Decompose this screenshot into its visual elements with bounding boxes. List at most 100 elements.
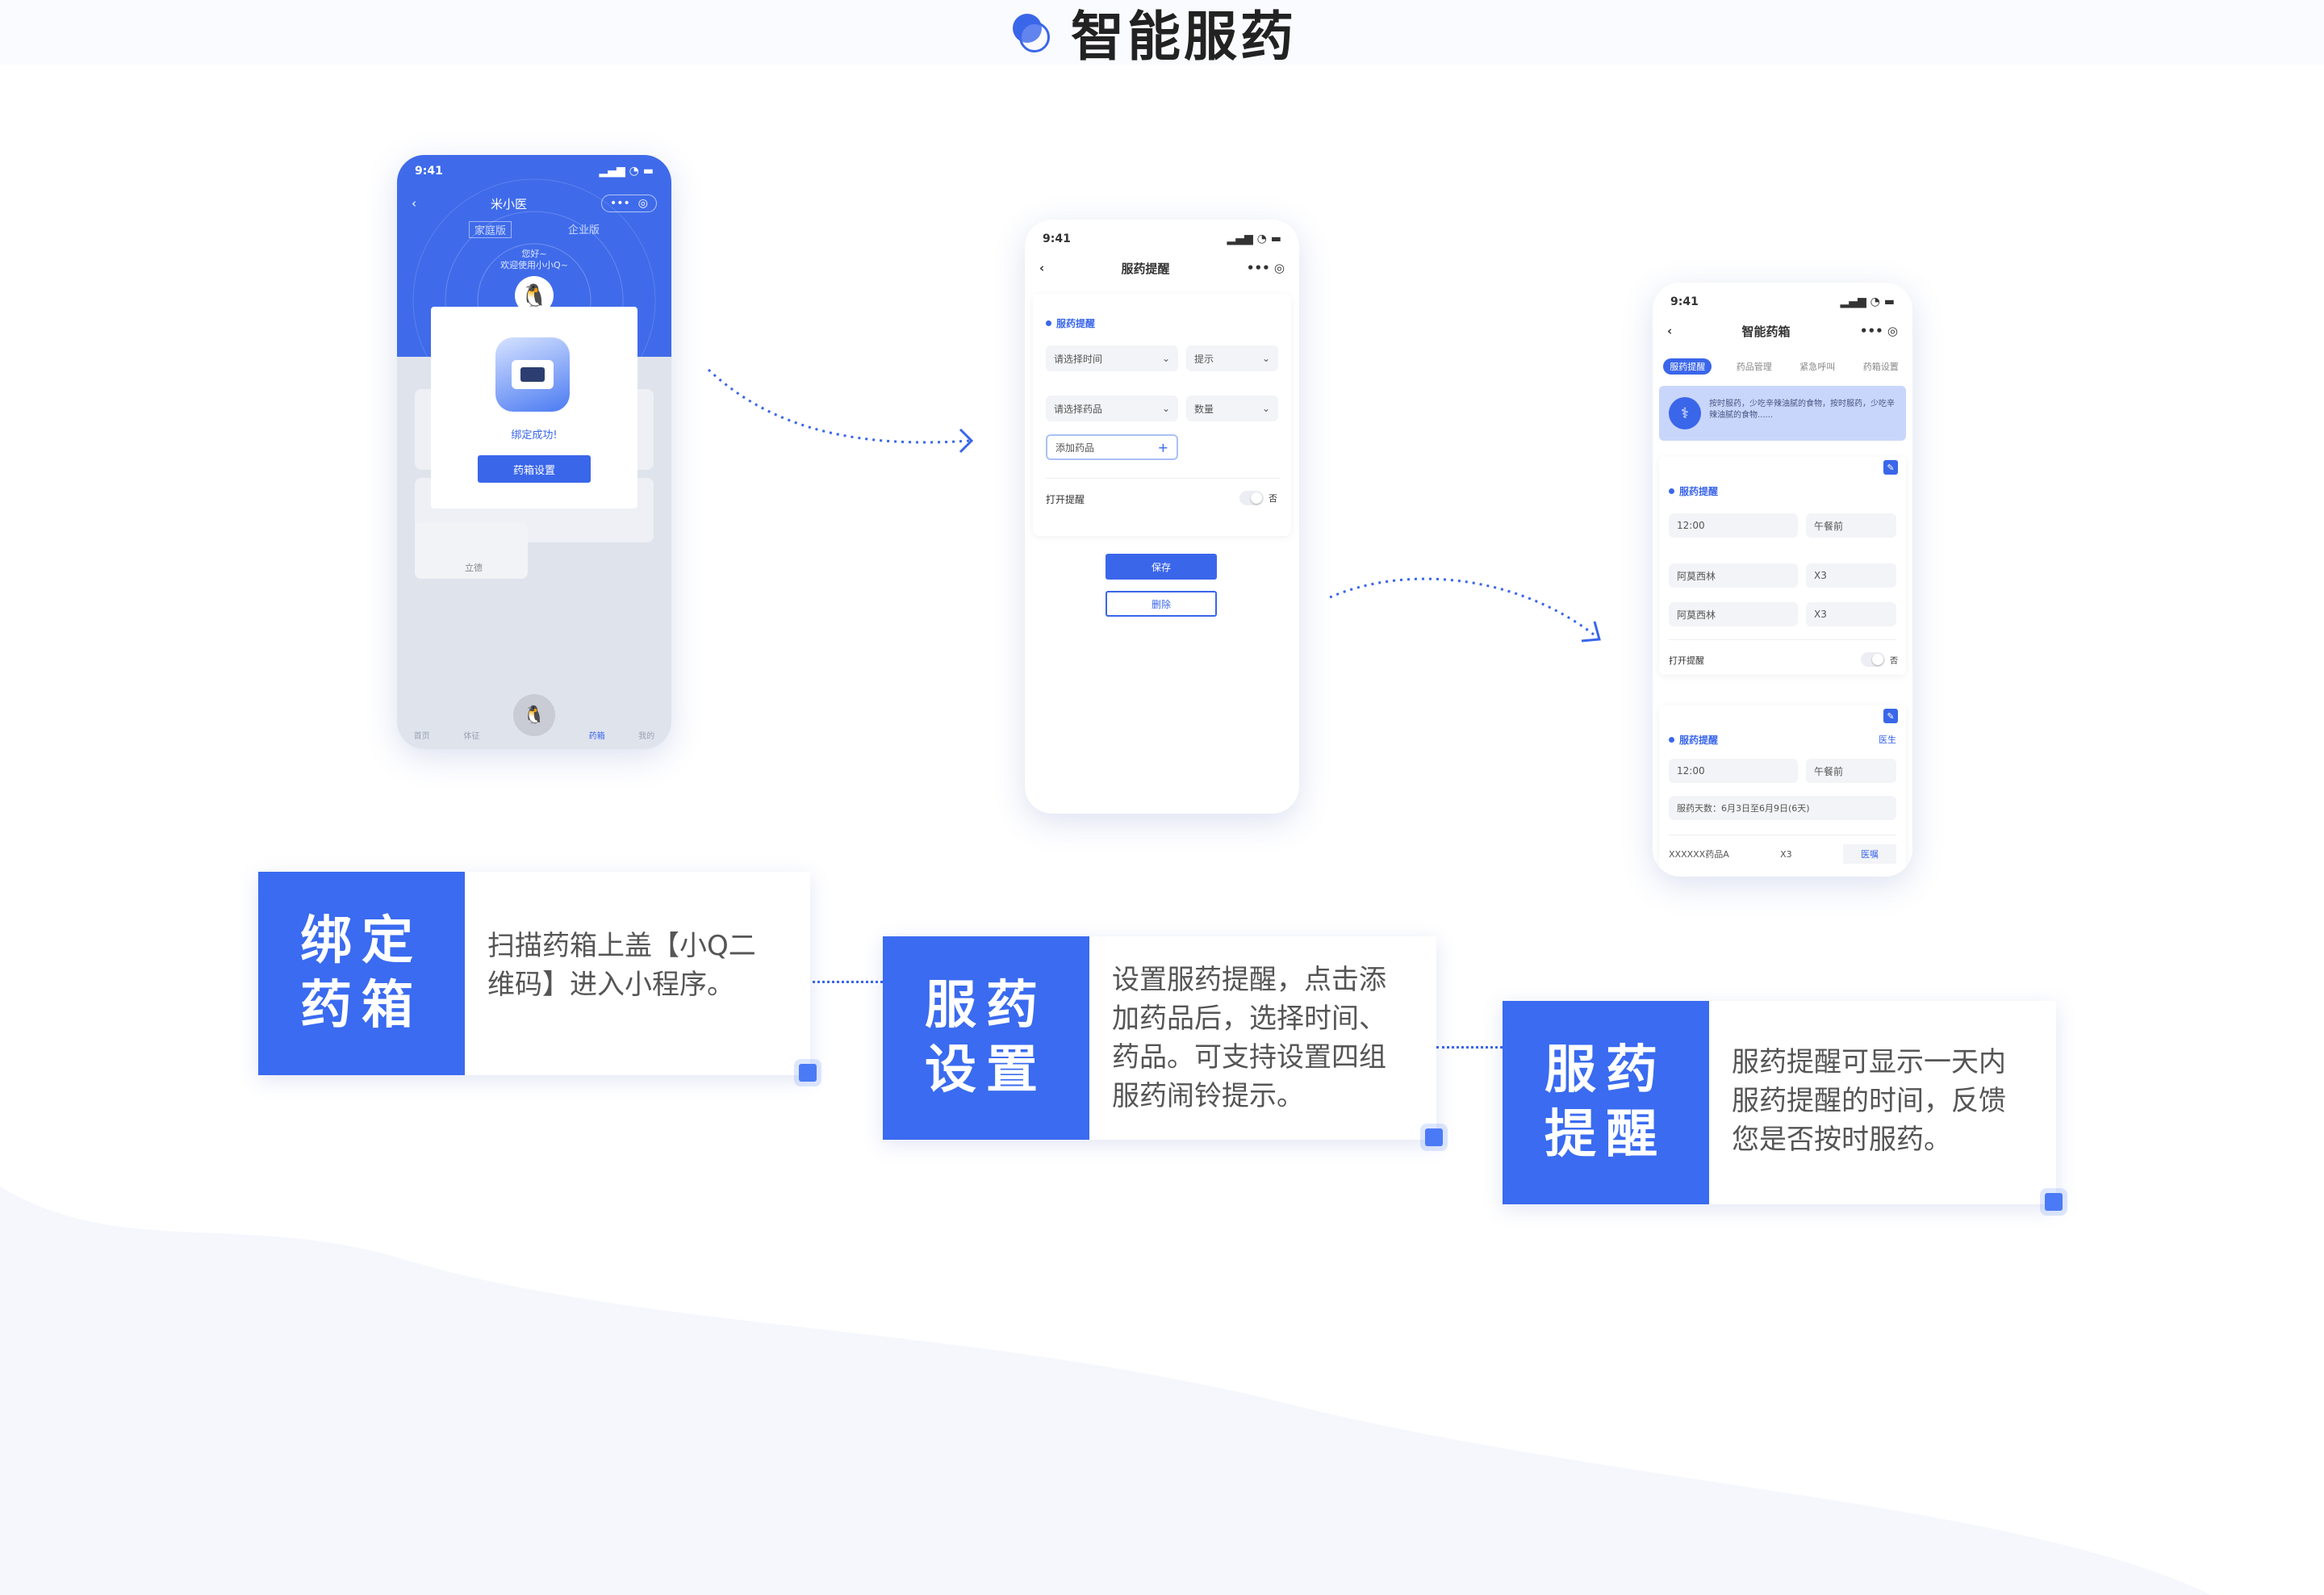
doctor-label: 医生 [1879,735,1896,745]
step-card-title: 绑定 药箱 [258,872,465,1075]
nav-title: 服药提醒 [1121,261,1170,276]
close-circle-icon[interactable]: ◎ [637,197,648,210]
plus-icon: + [1157,439,1168,455]
save-button[interactable]: 保存 [1106,554,1217,580]
page-title: 智能服药 [1071,6,1297,68]
step-text-line: 您是否按时服药。 [1732,1124,1951,1156]
back-icon[interactable]: ‹ [1667,324,1673,338]
step-card-title: 服药 提醒 [1503,1001,1709,1204]
nav-title: 米小医 [490,196,527,211]
step-text-line: 维码】进入小程序。 [487,969,734,1001]
step-text-line: 设置服药提醒，点击添 [1112,964,1386,996]
connector-line [1436,1046,1503,1049]
reminder-qty: X3 [1806,563,1896,588]
step-title-line: 服药 [925,976,1047,1036]
corner-square-icon [1425,1128,1443,1146]
step-card-reminder: 服药 提醒 服药提醒可显示一天内 服药提醒的时间，反馈 您是否按时服药。 [1503,1001,2063,1211]
step-card-bind: 绑定 药箱 扫描药箱上盖【小Q二 维码】进入小程序。 [258,872,817,1082]
drug-row: XXXXXX药品A X3 医嘱 [1669,843,1896,865]
time-select[interactable]: 请选择时间 ⌄ [1046,345,1178,371]
divider [1669,639,1896,640]
edit-icon[interactable]: ✎ [1883,709,1898,723]
reminder-toggle-group: 否 [1861,652,1898,667]
form-section-title: 服药提醒 [1046,316,1095,330]
medicine-box-icon [495,337,570,412]
open-reminder-label: 打开提醒 [1046,494,1085,505]
reminder-meal: 午餐前 [1806,513,1896,538]
chevron-down-icon: ⌄ [1161,403,1170,414]
nav-bar: ‹ 米小医 ••• ◎ [397,187,671,220]
open-reminder-label: 打开提醒 [1669,655,1704,666]
tab-box-settings[interactable]: 药箱设置 [1862,362,1899,372]
qty-select[interactable]: 数量 ⌄ [1186,396,1278,421]
bg-card-label: 立德 [465,563,483,573]
bg-card-small: 立德 [415,522,528,579]
toggle-state-label: 否 [1890,656,1898,666]
tab-family[interactable]: 家庭版 [468,221,512,238]
step-title-line: 提醒 [1544,1105,1667,1165]
bind-success-text: 绑定成功! [511,429,558,442]
reminder-card-2: ✎ 服药提醒 医生 12:00 午餐前 服药天数：6月3日至6月9日(6天) X… [1659,705,1906,877]
drug-select[interactable]: 请选择药品⌄ [1046,396,1178,421]
radar-rings-icon [412,178,656,357]
bind-success-popup: 绑定成功! 药箱设置 [431,307,637,509]
divider [1046,478,1280,479]
tab-enterprise[interactable]: 企业版 [568,224,600,237]
hint-select[interactable]: 提示⌄ [1186,345,1278,371]
form-section-label: 服药提醒 [1056,318,1096,329]
status-time: 9:41 [1670,295,1699,308]
tab-vitals[interactable]: 体征 [463,732,480,741]
reminder-drug: 阿莫西林 [1669,563,1798,588]
reminder-toggle[interactable] [1861,652,1885,667]
tab-mine[interactable]: 我的 [638,732,655,741]
nav-bar: ‹ 服药提醒 ••• ◎ [1025,252,1299,284]
back-icon[interactable]: ‹ [1039,261,1045,275]
capsule-menu[interactable]: ••• ◎ [1246,261,1285,275]
edit-icon[interactable]: ✎ [1883,460,1898,475]
step-card-text: 服药提醒可显示一天内 服药提醒的时间，反馈 您是否按时服药。 [1732,1043,2006,1159]
page-title-group: 智能服药 [1013,0,1297,68]
chevron-down-icon: ⌄ [1261,403,1270,414]
reminder-card-1: ✎ 服药提醒 12:00 午餐前 阿莫西林 X3 阿莫西林 X3 打开提醒 否 [1659,457,1906,675]
step-text-line: 服药提醒可显示一天内 [1732,1046,2006,1078]
version-tabs: 家庭版 企业版 [397,221,671,238]
center-mascot-button[interactable]: 🐧 [512,694,555,736]
advice-text: 按时服药，少吃辛辣油腻的食物，按时服药，少吃辛辣油腻的食物...... [1709,400,1895,420]
flow-arrow-1-icon [707,368,974,454]
tab-drug-management[interactable]: 药品管理 [1736,362,1772,372]
delete-button[interactable]: 删除 [1106,591,1217,617]
time-select-label: 请选择时间 [1054,353,1103,365]
signal-battery-icon: ▂▄▆ ◔ ▬ [599,165,654,178]
status-bar: 9:41 ▂▄▆ ◔ ▬ [397,155,671,187]
phone-reminder-screen: 9:41 ▂▄▆ ◔ ▬ ‹ 智能药箱 ••• ◎ 服药提醒 药品管理 紧急呼叫… [1653,283,1912,877]
connector-line [807,981,883,983]
medicine-box-settings-button[interactable]: 药箱设置 [478,455,591,483]
add-drug-button[interactable]: 添加药品+ [1046,434,1178,460]
reminder-days: 服药天数：6月3日至6月9日(6天) [1669,796,1896,820]
step-text-line: 服药闹铃提示。 [1112,1080,1304,1112]
reminder-drug: 阿莫西林 [1669,602,1798,626]
step-card-title: 服药 设置 [883,936,1089,1140]
section-title: 服药提醒 [1669,733,1718,747]
status-bar: 9:41 ▂▄▆ ◔ ▬ [1025,223,1299,255]
greeting: 您好~ 欢迎使用小小Q~ [397,249,671,271]
drug-action-button[interactable]: 医嘱 [1842,844,1896,864]
capsule-menu[interactable]: ••• ◎ [600,195,657,212]
step-text-line: 加药品后，选择时间、 [1112,1003,1386,1035]
reminder-time: 12:00 [1669,513,1798,538]
tab-emergency[interactable]: 紧急呼叫 [1799,362,1836,372]
chevron-down-icon: ⌄ [1161,353,1170,364]
tab-home[interactable]: 首页 [413,732,430,741]
step-text-line: 扫描药箱上盖【小Q二 [487,930,756,962]
tab-reminder[interactable]: 服药提醒 [1663,358,1712,375]
status-time: 9:41 [415,165,443,178]
capsule-menu[interactable]: ••• ◎ [1859,324,1898,338]
nav-title: 智能药箱 [1741,324,1791,339]
reminder-time: 12:00 [1669,759,1798,783]
more-icon[interactable]: ••• [609,197,630,210]
reminder-toggle[interactable] [1239,491,1264,505]
qty-select-label: 数量 [1194,403,1214,415]
back-icon[interactable]: ‹ [412,196,416,211]
tab-medicine-box[interactable]: 药箱 [588,732,605,741]
